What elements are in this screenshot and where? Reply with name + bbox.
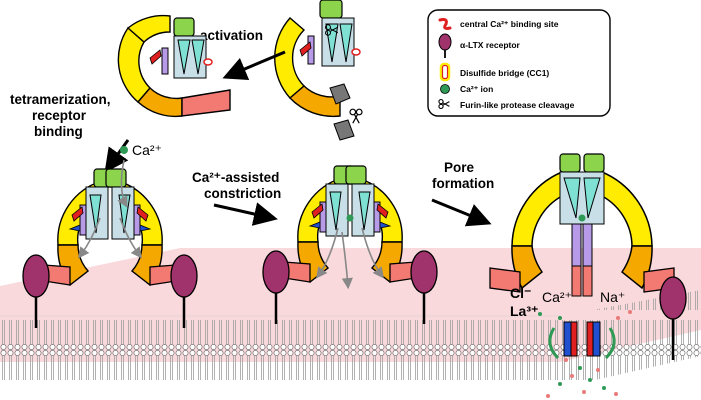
receptor-icon bbox=[22, 254, 50, 328]
receptor-icon bbox=[410, 250, 438, 324]
legend-label-ca-binding-site: central Ca²⁺ binding site bbox=[460, 19, 559, 29]
ca-binding-site-icon bbox=[438, 18, 452, 30]
precursor-toxin bbox=[274, 0, 361, 141]
la-ion-label: La³⁺ bbox=[510, 303, 538, 319]
na-ion-label: Na⁺ bbox=[600, 289, 625, 305]
constriction-arrow bbox=[213, 202, 278, 226]
cl-ion-label: Cl⁻ bbox=[510, 285, 531, 301]
toxin-pore bbox=[489, 153, 675, 360]
legend: central Ca²⁺ binding site α-LTX receptor… bbox=[427, 9, 611, 117]
legend-label-ca-ion: Ca²⁺ ion bbox=[460, 84, 493, 94]
ca-ion-icon bbox=[440, 84, 450, 94]
activation-label: activation bbox=[200, 28, 263, 43]
legend-label-disulfide-bridge: Disulfide bridge (CC1) bbox=[460, 68, 549, 78]
scissors-icon bbox=[349, 108, 363, 124]
free-ca-label: Ca²⁺ bbox=[132, 142, 162, 158]
constricted-tetramer bbox=[283, 165, 417, 283]
activated-monomer bbox=[117, 14, 231, 118]
cell-membrane bbox=[0, 248, 701, 388]
tetramerization-label: tetramerization, receptor binding bbox=[10, 92, 114, 139]
receptor-icon bbox=[438, 33, 452, 58]
tetramer-complex bbox=[43, 168, 177, 286]
scissors-icon bbox=[438, 98, 450, 110]
tetramerization-arrow bbox=[104, 139, 130, 173]
pore-ca-label: Ca²⁺ bbox=[542, 289, 572, 305]
pore-formation-label: Pore formation bbox=[432, 160, 494, 191]
pore-formation-arrow bbox=[431, 198, 492, 227]
activation-arrow bbox=[222, 50, 286, 81]
ion-flux bbox=[538, 310, 632, 398]
receptor-icon bbox=[170, 254, 198, 328]
legend-label-receptor: α-LTX receptor bbox=[460, 40, 521, 50]
ca-ion-icon bbox=[120, 146, 128, 154]
legend-label-furin-cleavage: Furin-like protease cleavage bbox=[460, 100, 575, 110]
disulfide-bridge-icon bbox=[439, 62, 451, 82]
constriction-label: Ca²⁺-assisted constriction bbox=[192, 170, 283, 201]
scissors-icon bbox=[325, 24, 339, 36]
receptor-icon bbox=[659, 276, 687, 360]
receptor-icon bbox=[262, 250, 290, 324]
